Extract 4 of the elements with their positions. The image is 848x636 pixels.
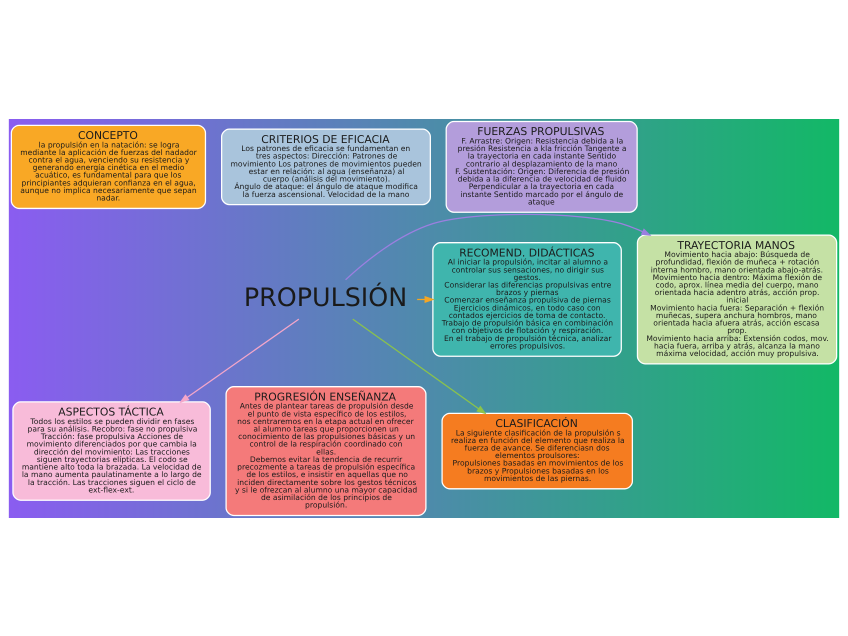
arrow: [352, 318, 487, 414]
node-text: PROPULSIÓN: [244, 281, 408, 312]
arrow: [345, 213, 652, 280]
arrow: [179, 318, 300, 403]
